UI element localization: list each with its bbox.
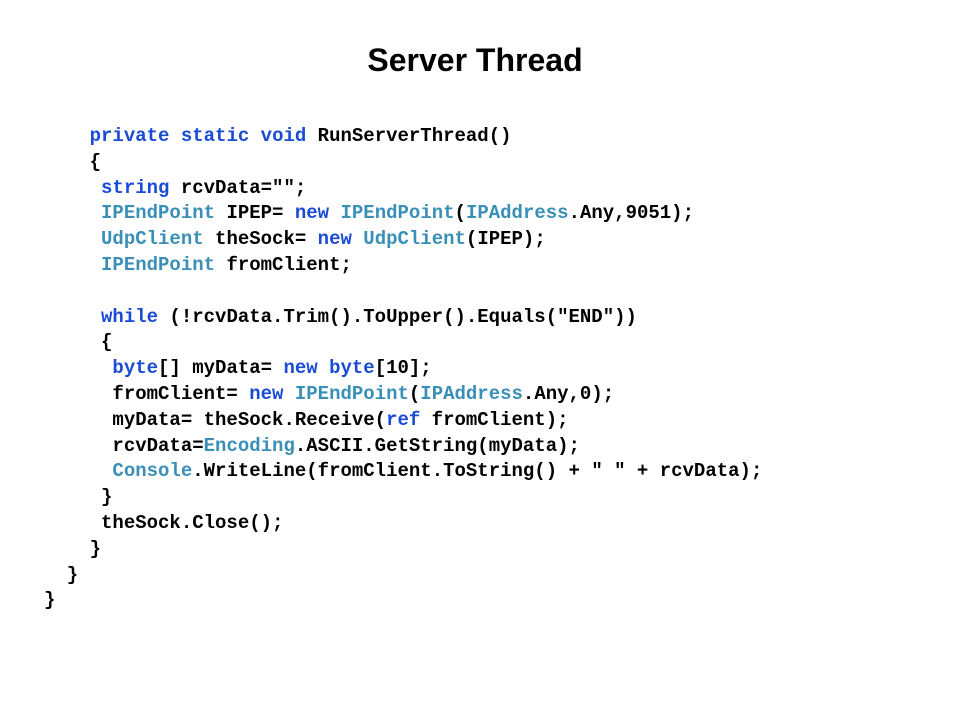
code-line: myData= theSock.Receive(ref fromClient);	[44, 408, 762, 434]
code-text: theSock.Close();	[44, 511, 284, 534]
code-text	[352, 228, 363, 250]
code-line: byte[] myData= new byte[10];	[44, 356, 762, 382]
code-keyword: new	[249, 382, 284, 405]
code-text: }	[44, 563, 79, 586]
code-text: (	[408, 382, 421, 405]
code-text: rcvData=	[44, 434, 204, 457]
code-type: UdpClient	[363, 228, 466, 251]
code-keyword: while	[101, 305, 159, 328]
code-text: .Any,0);	[522, 382, 615, 405]
code-text: fromClient);	[420, 408, 569, 431]
slide-title: Server Thread	[367, 42, 583, 78]
code-type: Console	[112, 460, 193, 483]
code-text	[249, 125, 260, 147]
code-keyword: private	[89, 125, 170, 147]
code-block: private static void RunServerThread() { …	[44, 124, 762, 614]
code-type: IPAddress	[465, 202, 569, 225]
code-text	[44, 460, 112, 482]
code-line: }	[44, 485, 762, 511]
code-text: [] myData=	[158, 357, 284, 380]
code-line	[44, 279, 762, 305]
code-text: }	[44, 537, 102, 560]
code-type: IPEndPoint	[101, 202, 216, 225]
code-keyword: string	[101, 176, 170, 199]
code-type: IPAddress	[420, 382, 523, 405]
code-type: IPEndPoint	[101, 253, 216, 276]
code-line: }	[44, 588, 762, 614]
code-keyword: new	[283, 357, 318, 380]
code-line: IPEndPoint fromClient;	[44, 253, 762, 279]
code-text: fromClient=	[44, 382, 250, 405]
code-line: {	[44, 150, 762, 176]
code-type: UdpClient	[101, 228, 204, 251]
code-text: theSock=	[203, 228, 318, 251]
code-text: .Any,9051);	[568, 202, 694, 225]
code-text: fromClient;	[215, 253, 352, 276]
code-text	[169, 125, 180, 147]
code-type: Encoding	[203, 434, 295, 457]
code-text	[44, 306, 101, 328]
code-text: .ASCII.GetString(myData);	[294, 434, 580, 457]
code-type: IPEndPoint	[340, 202, 455, 225]
code-text: "))	[602, 305, 637, 328]
code-keyword: void	[260, 125, 307, 147]
code-text: IPEP=	[215, 202, 295, 225]
code-text: {	[44, 150, 102, 173]
code-line: rcvData=Encoding.ASCII.GetString(myData)…	[44, 434, 762, 460]
code-type: IPEndPoint	[294, 382, 409, 405]
code-line: Console.WriteLine(fromClient.ToString() …	[44, 459, 762, 485]
code-line: }	[44, 563, 762, 589]
code-keyword: byte	[329, 357, 375, 380]
code-text	[44, 228, 101, 250]
code-text: rcvData="";	[169, 176, 307, 199]
code-keyword: ref	[386, 408, 421, 431]
code-text	[318, 357, 329, 379]
code-text	[44, 254, 101, 276]
code-line: UdpClient theSock= new UdpClient(IPEP);	[44, 227, 762, 253]
code-text	[44, 202, 101, 224]
code-line: {	[44, 330, 762, 356]
code-line: while (!rcvData.Trim().ToUpper().Equals(…	[44, 305, 762, 331]
code-text	[329, 202, 340, 224]
code-text: [10];	[374, 357, 432, 380]
code-keyword: new	[317, 228, 352, 251]
code-text	[283, 383, 294, 405]
code-line: }	[44, 537, 762, 563]
code-text: myData= theSock.Receive(	[44, 408, 387, 431]
code-line: string rcvData="";	[44, 176, 762, 202]
code-text	[44, 125, 90, 147]
code-line: theSock.Close();	[44, 511, 762, 537]
code-text: .WriteLine(fromClient.ToString() + " " +…	[192, 460, 763, 483]
code-text: }	[44, 589, 56, 612]
code-keyword: new	[294, 202, 330, 225]
code-text: (IPEP);	[465, 228, 546, 251]
code-text: }	[44, 486, 113, 509]
code-line: fromClient= new IPEndPoint(IPAddress.Any…	[44, 382, 762, 408]
code-text	[44, 177, 101, 199]
code-text	[44, 357, 112, 379]
code-keyword: byte	[112, 357, 159, 380]
code-line: private static void RunServerThread()	[44, 124, 762, 150]
code-text: (	[454, 202, 466, 225]
code-text: (!rcvData.Trim().ToUpper().Equals("	[158, 305, 569, 328]
code-text: {	[44, 331, 113, 354]
code-keyword: static	[180, 125, 250, 147]
code-string: END	[568, 305, 603, 328]
code-text: RunServerThread()	[306, 125, 512, 147]
code-line: IPEndPoint IPEP= new IPEndPoint(IPAddres…	[44, 201, 762, 227]
